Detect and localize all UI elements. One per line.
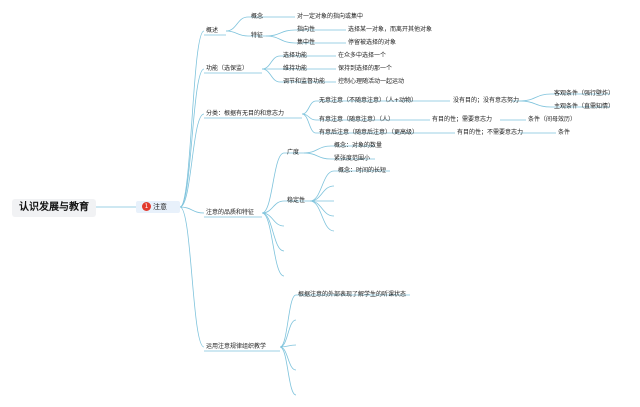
connector-line [225,16,249,32]
node-breadth-concept[interactable]: 概念：对象的数量 [334,142,383,149]
branch-teaching[interactable]: 运用注意规律组织教学 [206,343,267,350]
connector-line [261,212,285,277]
connector-line [519,100,552,108]
main-topic-label: 注意 [153,203,167,211]
branch-function[interactable]: 功能（选保监） [206,65,249,72]
connector-line [309,185,335,202]
connector-line [303,145,332,154]
connector-line [261,200,285,214]
node-maintain-function[interactable]: 维持功能 [283,65,308,72]
node-subjective-condition[interactable]: 主观条件（直需知情） [554,103,615,110]
node-concentration-detail[interactable]: 停留被选择的对象 [348,39,397,46]
node-feature[interactable]: 特征 [251,32,264,39]
connector-line [261,152,285,214]
node-post-voluntary-condition[interactable]: 条件 [558,129,571,136]
node-involuntary-detail[interactable]: 没有目的；没有意志努力 [453,97,520,104]
branch-overview[interactable]: 概述 [206,27,219,34]
connector-line [179,68,205,208]
node-stability-concept[interactable]: 概念：时间的长短 [338,167,387,174]
node-breadth[interactable]: 广度 [287,149,300,156]
connector-line [265,35,296,44]
connector-line [309,200,335,232]
node-post-voluntary-detail[interactable]: 有目的性；不需要意志力 [457,129,524,136]
connector-line [303,152,332,160]
node-concentration[interactable]: 集中性 [297,39,316,46]
node-voluntary-detail[interactable]: 有目的性；需要意志力 [432,116,493,123]
connector-line [179,206,205,214]
connector-line [225,30,249,37]
connector-line [179,113,205,208]
node-breadth-nervous[interactable]: 紧张度范围小 [334,155,371,162]
connector-line [519,93,552,102]
node-post-voluntary-attention[interactable]: 有意后注意（随意后注意）（更高级） [319,129,419,136]
node-voluntary-attention[interactable]: 有意注意（随意注意）（人） [319,116,395,123]
node-maintain-function-detail[interactable]: 保持到选择的那一个 [338,65,393,72]
connector-line [301,100,317,115]
root-topic[interactable]: 认识发展与教育 [12,199,96,217]
node-select-function-detail[interactable]: 在众多中选择一个 [338,52,387,59]
connector-line [261,55,281,70]
connector-line [279,319,297,348]
node-concept[interactable]: 概念 [251,13,264,20]
connector-line [179,206,205,348]
connector-line [301,113,317,134]
connector-line [279,344,297,348]
connector-line [261,68,281,83]
node-directivity-detail[interactable]: 选择某一对象，而离开其他对象 [348,26,433,33]
node-objective-condition[interactable]: 客观条件（强行壁炸） [554,90,615,97]
node-concept-detail[interactable]: 对一定对象的指向或集中 [297,13,364,20]
node-regulate-function[interactable]: 调节和监督功能 [283,78,326,85]
connector-line [309,170,335,202]
branch-qualities[interactable]: 注意的品质和特征 [206,209,255,216]
connector-line [265,29,296,37]
branch-classification[interactable]: 分类：根据有无目的和意志力 [206,110,285,117]
connector-line [279,346,297,396]
node-directivity[interactable]: 指向性 [297,26,316,33]
connector-line [179,30,205,208]
node-teaching-first[interactable]: 根据注意的外部表现了解学生的听课状态 [298,291,407,298]
node-regulate-function-detail[interactable]: 控制心理随活动一起运动 [338,78,405,85]
connector-line [279,294,297,348]
connector-line [279,346,297,371]
node-stability[interactable]: 稳定性 [287,197,306,204]
node-involuntary-attention[interactable]: 无意注意（不随意注意）（人+动物） [319,97,418,104]
node-voluntary-condition[interactable]: 条件（间母效历） [528,116,577,123]
connector-line [309,200,335,217]
node-select-function[interactable]: 选择功能 [283,52,308,59]
priority-1-badge-icon: 1 [142,201,151,211]
